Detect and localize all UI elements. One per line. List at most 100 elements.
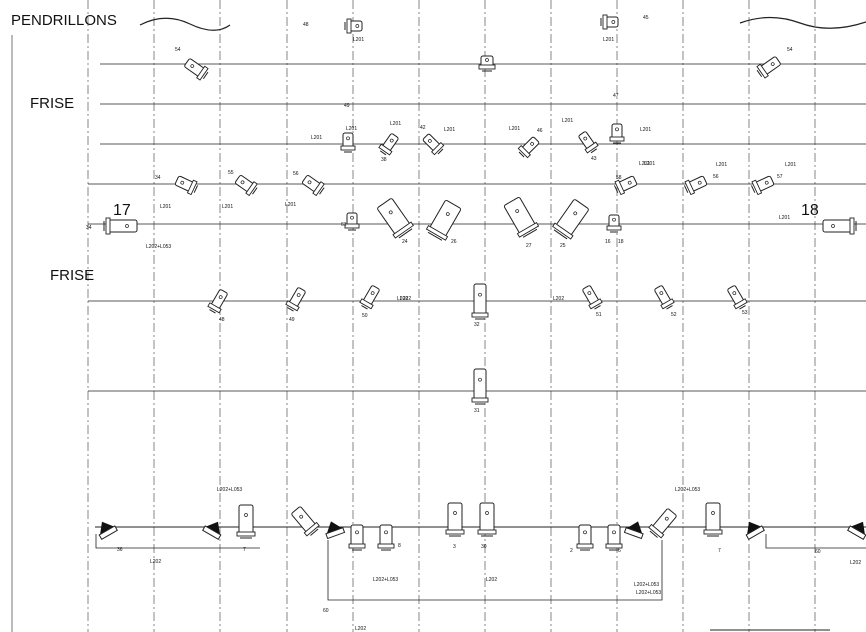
circuit-number: 25 [560,243,566,249]
filter-label: L202+L053 [146,244,172,250]
filter-label: L201 [160,204,172,210]
filter-label: L201 [640,127,652,133]
lamp-fixture [377,524,395,551]
flood-fixture [202,521,222,540]
lamp-fixture [503,197,540,238]
filter-label: L201 [444,127,456,133]
lamp-fixture [425,200,462,241]
lamp-fixture [517,136,540,159]
filter-label: L201 [562,118,574,124]
side-fixture-18 [822,217,857,235]
circuit-number: 36 [117,547,123,553]
circuit-number: 54 [175,47,181,53]
circuit-number: 60 [815,549,821,555]
circuit-number: 24 [402,239,408,245]
filter-label: L201 [644,161,656,167]
circuit-number: 49 [344,103,350,109]
circuit-number: 30 [481,544,487,550]
lamp-fixture [606,214,622,233]
circuit-number: 52 [671,312,677,318]
curtain-wave-left [139,17,231,31]
lamp-fixture [648,508,677,539]
wiring [95,534,866,631]
lamp-fixture [613,175,638,196]
lamp-fixture [605,524,623,551]
lamp-fixture [344,212,360,231]
flood-fixture [98,521,118,540]
lamp-fixture [654,285,675,310]
flood-fixture [847,521,866,540]
lamp-fixture [582,285,603,310]
filter-label: L202+L053 [634,582,660,588]
lamp-fixture [207,289,228,314]
filter-label: L202 [150,559,162,565]
flood-fixture [745,521,765,540]
filter-label: L202 [397,296,409,302]
grid-lines [11,0,866,632]
circuit-number: 7 [243,547,246,553]
circuit-number: 16 [605,239,611,245]
lamp-fixture [683,175,708,196]
wire [765,534,866,549]
circuit-number: 34 [86,225,92,231]
side-fixture-17 [103,217,138,235]
circuit-number: 27 [526,243,532,249]
filter-label: L202+L053 [675,487,701,493]
filter-label: L201 [311,135,323,141]
filter-label: L201 [639,161,651,167]
lamp-fixture [445,502,465,537]
flood-fixture [623,521,644,540]
position-number-17: 17 [113,202,131,219]
lamp-fixture [422,133,445,156]
lamp-fixture [236,504,256,539]
lamp-fixture [340,132,356,153]
lamp-fixture [727,285,748,310]
circuit-number: 58 [616,175,622,181]
lamp-fixture [359,285,380,310]
circuit-number: 31 [474,408,480,414]
lamp-fixture [477,502,497,537]
lamp-fixture [750,175,775,196]
circuit-number: 45 [643,15,649,21]
curtain-wave-right [739,16,866,29]
filter-label: L201 [353,37,365,43]
filter-label: L201 [509,126,521,132]
circuit-number: 3 [453,544,456,550]
position-number-18: 18 [801,202,819,219]
circuit-number: 46 [537,128,543,134]
circuit-number: 47 [613,93,619,99]
wire [327,540,663,601]
frise-mid-label: FRISE [50,267,95,284]
filter-label: L201 [603,37,615,43]
filter-label: L201 [779,215,791,221]
circuit-number: 61 [341,222,347,228]
lamp-fixture [703,502,723,537]
circuit-number: 60 [323,608,329,614]
box-fixture [478,55,496,72]
wire [95,534,260,549]
filter-label: L202 [850,560,862,566]
circuit-number: 54 [787,47,793,53]
lamp-fixture [471,368,489,405]
lamp-fixture [291,506,320,537]
circuit-number: 48 [219,317,225,323]
profile-fixture [600,14,619,30]
lamp-fixture [756,56,781,79]
lamp-fixture [552,199,589,240]
circuit-number: 48 [303,22,309,28]
lamp-fixture [377,198,414,239]
circuit-number: 50 [362,313,368,319]
circuit-number: 57 [777,174,783,180]
filter-label: L202 [553,296,565,302]
circuit-number: 2 [570,548,573,554]
circuit-number: 56 [713,174,719,180]
circuit-number: 7 [718,548,721,554]
lamp-fixture [576,524,594,551]
profile-fixture [344,18,363,34]
lamp-fixture [285,287,306,312]
lamp-fixture [378,133,399,156]
circuit-number: 8 [398,543,401,549]
circuit-number: 43 [591,156,597,162]
circuit-number: 55 [228,170,234,176]
